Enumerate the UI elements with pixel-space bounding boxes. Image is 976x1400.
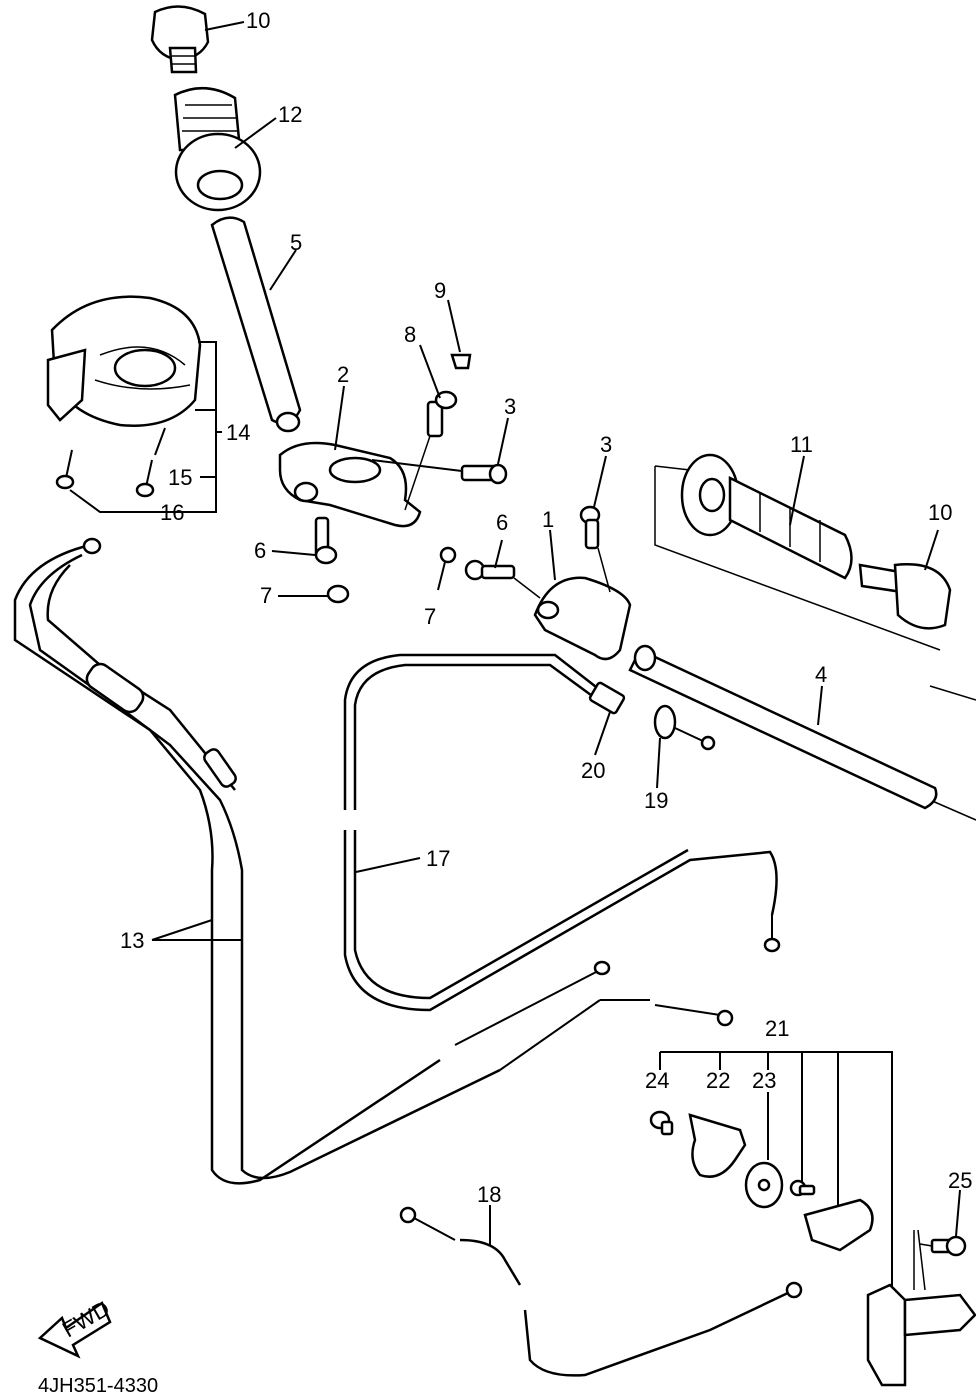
cables-13: [13, 537, 734, 1185]
callout-8: 8: [404, 322, 416, 347]
callout-16: 16: [160, 500, 184, 525]
callout-23: 23: [752, 1068, 776, 1093]
screw-16: [55, 449, 75, 490]
cable-17-lower: [343, 830, 778, 1012]
bolt-3-right: [579, 505, 601, 550]
washer-23: [744, 1161, 784, 1209]
lever-22: [688, 1113, 747, 1178]
cable-17-upper: [343, 653, 601, 810]
callout-6b: 6: [254, 538, 266, 563]
callout-7a: 7: [260, 583, 272, 608]
switch-housing-left: [46, 295, 202, 427]
callout-6a: 6: [496, 510, 508, 535]
bar-end-weight-right: [858, 563, 952, 630]
callout-13: 13: [120, 928, 144, 953]
bolt-3-upper: [460, 463, 508, 485]
nut-7-right: [439, 546, 457, 564]
fwd-arrow-icon: FWD: [37, 1296, 114, 1359]
adjuster-20: [588, 681, 626, 715]
callout-22: 22: [706, 1068, 730, 1093]
callout-1: 1: [542, 507, 554, 532]
callout-3b: 3: [600, 432, 612, 457]
screw-small: [789, 1179, 816, 1197]
grip-right-11: [680, 453, 853, 580]
locknut-19: [653, 704, 716, 751]
bolt-6-left: [314, 516, 338, 565]
cable-18: [399, 1206, 803, 1377]
callout-15: 15: [168, 465, 192, 490]
grip-left: [173, 86, 262, 212]
callout-9: 9: [434, 278, 446, 303]
nut-7-left: [326, 584, 350, 604]
callout-10a: 10: [246, 8, 270, 33]
bolt-25: [930, 1235, 967, 1257]
screw-24: [649, 1110, 674, 1136]
callout-10b: 10: [928, 500, 952, 525]
callout-4: 4: [815, 662, 827, 687]
callout-14: 14: [226, 420, 250, 445]
callout-12: 12: [278, 102, 302, 127]
callout-20: 20: [581, 758, 605, 783]
handlebar-left-tube: [210, 216, 302, 433]
holder-bracket: [803, 1198, 874, 1252]
callout-3a: 3: [504, 394, 516, 419]
bracket-14-16: [69, 341, 217, 513]
screw-15: [135, 459, 155, 498]
bolt-6-right: [464, 559, 516, 581]
bracket-21: [660, 1051, 893, 1300]
callout-18: 18: [477, 1182, 501, 1207]
callout-24: 24: [645, 1068, 669, 1093]
cap-9: [450, 353, 472, 370]
callout-25: 25: [948, 1168, 972, 1193]
throttle-housing-1: [533, 576, 632, 661]
handlebar-holder-2: [278, 441, 422, 528]
callout-21: 21: [765, 1016, 789, 1041]
bolt-8: [426, 390, 458, 438]
mount-bracket: [866, 1283, 976, 1387]
callout-5: 5: [290, 230, 302, 255]
leader-lines: [151, 21, 961, 1245]
callout-labels: 10 12 5 9 8 2 3 3 14 15 16 11 10 1 6 6 7…: [120, 8, 972, 1207]
callout-19: 19: [644, 788, 668, 813]
callout-7b: 7: [424, 604, 436, 629]
callout-11: 11: [790, 432, 813, 457]
bar-end-weight-left: [150, 5, 210, 74]
callout-17: 17: [426, 846, 450, 871]
diagram-code: 4JH351-4330: [38, 1375, 158, 1397]
outline-bracket-right: [654, 466, 941, 651]
callout-2: 2: [337, 362, 349, 387]
handlebar-right-tube-4: [628, 644, 938, 810]
